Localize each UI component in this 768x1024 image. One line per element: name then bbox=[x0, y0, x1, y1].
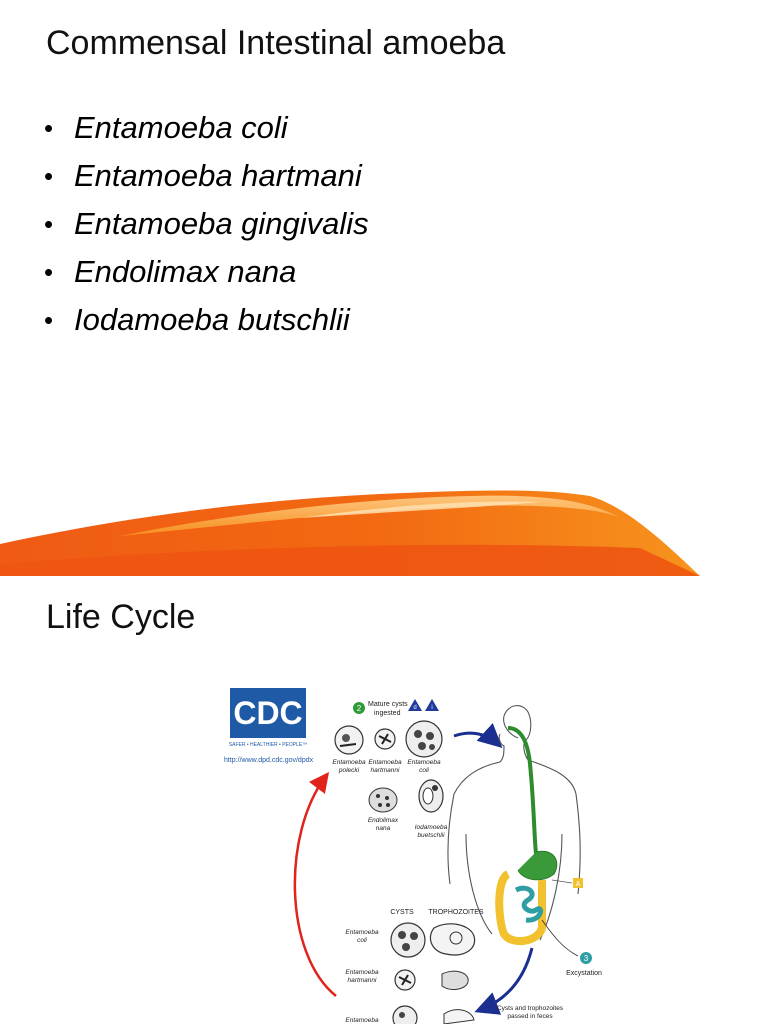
excretion-arrow bbox=[474, 947, 534, 1015]
step-3-number: 3 bbox=[584, 954, 589, 963]
bullet-icon: • bbox=[44, 161, 54, 191]
site-a-marker bbox=[573, 878, 583, 888]
passed-label-line1: Cysts and trophozoites bbox=[497, 1005, 564, 1012]
species-name: Endolimax nana bbox=[74, 254, 297, 289]
site-a-label: A bbox=[576, 881, 581, 888]
species-name: Entamoeba hartmani bbox=[74, 158, 362, 193]
step-2-label-line1: Mature cysts bbox=[368, 701, 408, 708]
cyst-e-polecki bbox=[334, 725, 364, 755]
species-label: Entamoeba bbox=[407, 759, 441, 766]
ingestion-arrow bbox=[453, 723, 503, 749]
leader-line bbox=[541, 919, 579, 957]
species-name: Iodamoeba butschlii bbox=[74, 302, 350, 337]
esophagus bbox=[507, 726, 538, 855]
species-label: hartmanni bbox=[348, 977, 377, 984]
species-name: Entamoeba coli bbox=[74, 110, 288, 145]
list-item: • Entamoeba hartmani bbox=[44, 152, 369, 200]
list-item: • Iodamoeba butschlii bbox=[44, 296, 369, 344]
small-intestine bbox=[514, 885, 544, 923]
species-label: buetschlii bbox=[417, 832, 445, 839]
slide-life-cycle: Life Cycle CDC SAFER • HEALTHIER • PEOPL… bbox=[0, 576, 768, 1024]
species-name: Entamoeba gingivalis bbox=[74, 206, 369, 241]
trophozoite-e-hartmanni bbox=[441, 970, 469, 990]
list-item: • Entamoeba coli bbox=[44, 104, 369, 152]
step-2-number: 2 bbox=[357, 704, 362, 713]
trophozoites-header: TROPHOZOITES bbox=[428, 909, 484, 916]
logo-text: CDC bbox=[233, 695, 302, 731]
infective-stage-icon bbox=[425, 699, 439, 711]
slide-title: Life Cycle bbox=[46, 598, 196, 636]
species-label: Endolimax bbox=[368, 817, 399, 824]
cyst-bottom-3 bbox=[392, 1005, 418, 1024]
transmission-arrow bbox=[293, 772, 337, 997]
logo-tagline: SAFER • HEALTHIER • PEOPLE™ bbox=[229, 742, 307, 748]
species-label: Entamoeba bbox=[368, 759, 402, 766]
species-label: coli bbox=[357, 937, 367, 944]
species-label: Entamoeba bbox=[332, 759, 366, 766]
slide-commensal-amoeba: Commensal Intestinal amoeba • Entamoeba c… bbox=[0, 24, 700, 576]
cyst-e-hartmanni bbox=[374, 728, 396, 750]
cyst-endolimax-nana bbox=[368, 787, 398, 813]
trophozoite-e-coli bbox=[429, 923, 476, 956]
slide-title: Commensal Intestinal amoeba bbox=[46, 24, 506, 62]
source-url: http://www.dpd.cdc.gov/dpdx bbox=[224, 757, 314, 764]
human-body-outline bbox=[447, 705, 581, 941]
life-cycle-diagram: CDC SAFER • HEALTHIER • PEOPLE™ http://w… bbox=[224, 688, 602, 1024]
list-item: • Entamoeba gingivalis bbox=[44, 200, 369, 248]
species-label: coli bbox=[419, 767, 429, 774]
species-label: Iodamoeba bbox=[415, 824, 448, 831]
species-label: Entamoeba bbox=[345, 969, 379, 976]
colon bbox=[495, 870, 546, 946]
leader-line bbox=[551, 879, 573, 884]
species-label: Entamoeba bbox=[345, 1017, 379, 1024]
cysts-header: CYSTS bbox=[390, 909, 414, 916]
cyst-e-coli bbox=[405, 720, 443, 758]
step-3-label: Excystation bbox=[566, 970, 602, 977]
cyst-iodamoeba-buetschlii bbox=[418, 779, 444, 813]
species-label: Entamoeba bbox=[345, 929, 379, 936]
step-2-marker bbox=[353, 702, 365, 714]
passed-label-line2: passed in feces bbox=[507, 1013, 553, 1020]
list-item: • Endolimax nana bbox=[44, 248, 369, 296]
cyst-e-coli-bottom bbox=[390, 922, 426, 958]
cdc-logo: CDC SAFER • HEALTHIER • PEOPLE™ bbox=[229, 688, 307, 748]
stomach bbox=[517, 850, 558, 881]
badge-i: i bbox=[431, 705, 432, 711]
step-2-label-line2: ingested bbox=[374, 710, 401, 717]
bullet-icon: • bbox=[44, 209, 54, 239]
diagnostic-stage-icon bbox=[408, 699, 422, 711]
species-label: nana bbox=[376, 825, 391, 832]
bullet-icon: • bbox=[44, 257, 54, 287]
bullet-icon: • bbox=[44, 305, 54, 335]
species-label: hartmanni bbox=[371, 767, 400, 774]
bullet-icon: • bbox=[44, 113, 54, 143]
orange-wave-decoration bbox=[0, 490, 700, 576]
species-label: polecki bbox=[338, 767, 360, 774]
cyst-e-hartmanni-bottom bbox=[394, 969, 416, 991]
species-list: • Entamoeba coli • Entamoeba hartmani • Ent… bbox=[44, 104, 369, 344]
trophozoite-bottom-3 bbox=[443, 1009, 475, 1024]
badge-d: d bbox=[413, 705, 416, 711]
step-3-marker bbox=[580, 952, 592, 964]
